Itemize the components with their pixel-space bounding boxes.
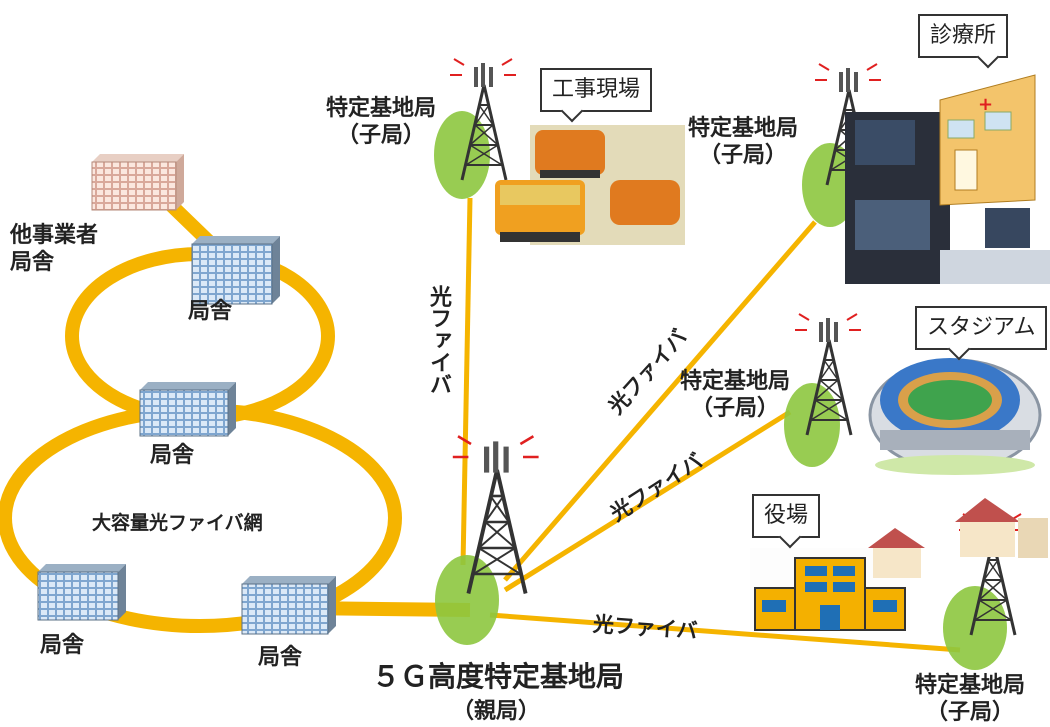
child-station-label: 特定基地局 （子局） (680, 369, 791, 421)
svg-text:+: + (978, 94, 993, 115)
office-label: 局舎 (150, 443, 195, 468)
child-station-label: 特定基地局 （子局） (688, 116, 799, 168)
office-building (191, 236, 280, 305)
construction-site-callout: 工事現場 (540, 68, 653, 112)
fiber-network-label: 大容量光ファイバ網 (92, 512, 263, 534)
child-station-label: 特定基地局 （子局） (915, 673, 1026, 725)
construction-site-illustration (495, 125, 685, 245)
child-station-label: 特定基地局 （子局） (326, 96, 437, 148)
cell-areas (434, 111, 1007, 670)
clinic-callout: 診療所 (918, 14, 1009, 58)
other-operator-label: 他事業者 局舎 (10, 223, 99, 275)
fiber-label-vertical: 光ファイバ (426, 285, 451, 395)
office-building (37, 564, 126, 621)
office-building (241, 576, 336, 635)
clinic-illustration: + (845, 74, 1050, 284)
stadium-callout: スタジアム (915, 306, 1048, 350)
office-label: 局舎 (40, 633, 85, 658)
fiber-links (460, 197, 961, 653)
parent-station-subtitle: （親局） (452, 699, 541, 724)
town-hall-callout: 役場 (752, 494, 821, 538)
office-label: 局舎 (188, 299, 233, 324)
parent-station-title: ５Ｇ高度特定基地局 (372, 660, 625, 693)
office-building (139, 382, 236, 437)
stadium-illustration (868, 358, 1042, 475)
town-hall-illustration (750, 498, 1048, 631)
office-label: 局舎 (258, 645, 303, 670)
other-operator-building (91, 154, 184, 211)
